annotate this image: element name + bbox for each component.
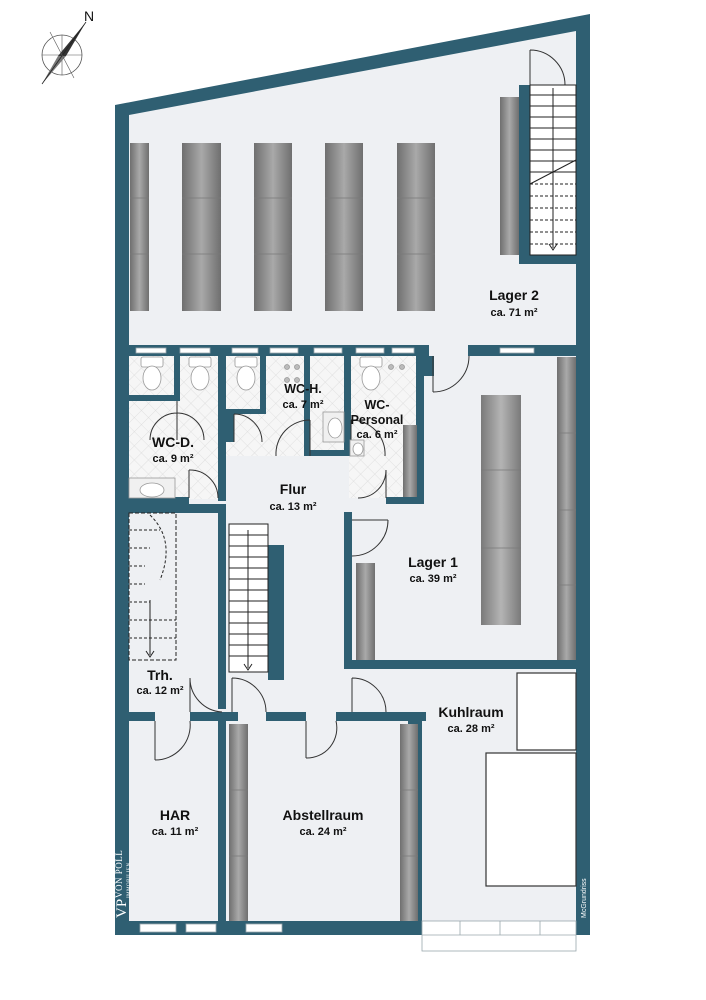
room-name: WC-H. bbox=[284, 382, 322, 396]
room-area: ca. 9 m² bbox=[153, 453, 194, 465]
room-name: WC- bbox=[365, 398, 390, 412]
credit-text: McGrundriss bbox=[581, 878, 588, 918]
room-label-lager1: Lager 1 ca. 39 m² bbox=[408, 554, 458, 585]
room-name: Lager 2 bbox=[489, 287, 539, 303]
logo-mark: VP bbox=[114, 899, 130, 918]
shelves bbox=[130, 97, 576, 921]
toilets bbox=[128, 356, 405, 499]
room-name: Personal bbox=[351, 413, 404, 427]
room-label-flur: Flur ca. 13 m² bbox=[269, 481, 316, 513]
room-name: Flur bbox=[280, 481, 307, 497]
room-name: WC-D. bbox=[152, 434, 194, 450]
north-compass-icon bbox=[41, 21, 87, 85]
room-label-abstellraum: Abstellraum ca. 24 m² bbox=[283, 807, 364, 838]
staircase-lager2 bbox=[529, 84, 577, 256]
credit: McGrundriss bbox=[581, 878, 588, 918]
room-label-wc-h: WC-H. ca. 7 m² bbox=[283, 382, 324, 411]
room-area: ca. 71 m² bbox=[490, 307, 537, 319]
door-swings bbox=[149, 49, 566, 761]
room-name: Lager 1 bbox=[408, 554, 458, 570]
room-area: ca. 6 m² bbox=[357, 429, 398, 441]
room-label-lager2: Lager 2 ca. 71 m² bbox=[489, 287, 539, 319]
room-label-wc-d: WC-D. ca. 9 m² bbox=[152, 434, 194, 465]
room-area: ca. 7 m² bbox=[283, 399, 324, 411]
room-name: Abstellraum bbox=[283, 807, 364, 823]
room-area: ca. 13 m² bbox=[269, 501, 316, 513]
room-name: HAR bbox=[160, 807, 190, 823]
windows bbox=[135, 347, 577, 952]
room-label-trh: Trh. ca. 12 m² bbox=[136, 667, 183, 697]
room-area: ca. 28 m² bbox=[447, 723, 494, 735]
cold-storage-units bbox=[485, 672, 577, 887]
room-label-har: HAR ca. 11 m² bbox=[152, 807, 199, 838]
room-area: ca. 39 m² bbox=[409, 573, 456, 585]
logo-sub: IMMOBILIEN bbox=[127, 862, 132, 898]
room-name: Kuhlraum bbox=[438, 704, 503, 720]
room-label-wc-personal: WC- Personal ca. 6 m² bbox=[351, 398, 404, 441]
compass-label: N bbox=[84, 8, 94, 24]
logo-text: VON POLL bbox=[114, 850, 124, 898]
staircase-flur bbox=[228, 523, 269, 673]
room-area: ca. 11 m² bbox=[152, 826, 199, 838]
room-label-kuhlraum: Kuhlraum ca. 28 m² bbox=[438, 704, 503, 735]
room-area: ca. 12 m² bbox=[136, 685, 183, 697]
room-area: ca. 24 m² bbox=[299, 826, 346, 838]
von-poll-logo: VP VON POLL IMMOBILIEN bbox=[114, 850, 132, 918]
room-name: Trh. bbox=[147, 667, 173, 683]
staircase-trh bbox=[128, 512, 177, 661]
